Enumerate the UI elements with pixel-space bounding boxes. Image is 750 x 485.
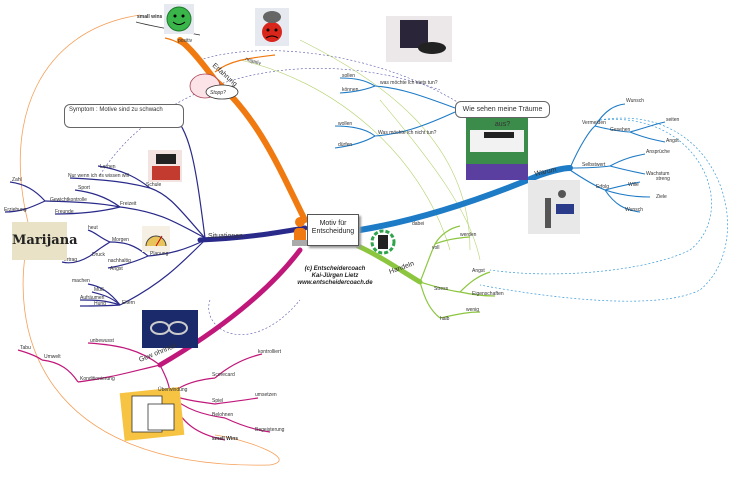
label-erziehung: Erziehung [4,207,27,213]
label-vermeiden: Vermeiden [582,120,606,126]
label-gesehen: Gesehen [610,127,631,133]
label-halb: halb [440,316,450,322]
label-selbstwert: Selbstwert [582,162,606,168]
label-morgen: Morgen [112,237,129,243]
label-nachhaltig: nachhaltig [108,258,131,264]
label-umwelt: Umwelt [44,354,61,360]
armchair-image [386,16,452,62]
label-kontrolle: kontrolliert [258,349,282,355]
label-scorecard: Scorecard [212,372,235,378]
symptom-note: Symptom : Motive sind zu schwach [64,104,184,128]
label-heut: heut [88,225,98,231]
label-sollen: sollen [342,73,355,79]
label-begeisterung: Begeisterung [255,427,285,433]
label-werden: werden [460,232,477,238]
label-ansprueche: Ansprüche [646,149,670,155]
stop-bubble-image [189,73,239,100]
bubble-text: Stopp? [210,90,226,96]
label-freizeit: Freizeit [120,201,137,207]
label-lernen: Lernen [100,164,116,170]
label-tabu: Tabu [20,345,31,351]
positive-smiley-image [164,4,194,34]
branch-situationen: Situationen [208,233,243,240]
label-freunde: Freunde [55,209,74,215]
label-was-moechte: was möchte ich stets tun? [380,80,438,86]
label-small-wins-top: small wins [137,14,163,20]
sofa-image [466,118,528,180]
label-schule: Schule [146,182,162,188]
label-wachstum: Wachstum [646,171,669,177]
situationen-subbranches [4,111,206,307]
label-stress: Stress [434,286,449,292]
label-planung: Planung [150,251,169,257]
chain-image [142,310,198,348]
label-nur-wenn: Nur wenn ich es wissen will [68,173,129,179]
label-konditionierung: Konditionierung [80,376,115,382]
label-ueberwindung: Überwindung [158,386,188,393]
label-streng: streng [656,176,670,182]
label-koennen: können [342,87,359,93]
main-branches [157,37,573,368]
label-eltern: Eltern [122,300,135,306]
label-eigen: Eigenschaften [472,291,504,297]
label-seiten: seiten [666,117,680,123]
label-duerfen: dürfen [338,142,352,148]
walking-man-image [528,180,580,234]
label-wille: Wille [628,182,639,188]
label-ertrag: ertrag [64,257,77,263]
label-muss: Muß [94,287,104,293]
label-was-nicht: Was möchte ich nicht tun? [378,130,437,136]
marijana-label-image: Marijana [12,222,78,260]
speedometer-image [142,226,170,252]
branch-warum: Warum [534,166,557,178]
label-druck: Druck [92,252,106,258]
label-gewicht: Gewichtkontrolle [50,197,87,203]
label-wollen: wollen [338,121,352,127]
label-wunsch: Wunsch [626,98,644,104]
label-sport: Sport [78,185,91,191]
school-clock-image [148,150,182,182]
label-ziele: Ziele [656,194,667,200]
label-small-wins: small Wins [212,436,238,442]
credit-line-3: www.entscheidercoach.de [297,280,373,286]
traeume-node: Wie sehen meine Träume aus? [455,101,550,128]
label-zahl: Zahl [12,177,22,183]
label-hund: Hund [94,301,106,307]
person-icon [292,217,312,246]
label-erfolg: Erfolg [596,184,609,190]
credit-block: (c) Entscheidercoach Kai-Jürgen Lietz ww… [270,266,400,287]
traeume-subbranches [334,77,666,213]
credit-line-2: Kai-Jürgen Lietz [311,273,359,279]
center-topic-title: Motiv für Entscheidung [311,220,355,235]
wave-circle-image [370,229,396,255]
label-mach: machen [72,278,90,284]
center-topic-box [307,214,359,246]
label-angst: Angst [110,266,123,272]
cards-image [119,386,185,442]
label-aufraeumen: Aufräumen [80,295,105,301]
credit-line-1: (c) Entscheidercoach [304,266,366,272]
erfahrung-subbranches [164,37,276,73]
label-wenig: wenig [466,307,479,313]
label-voll: voll [432,245,440,251]
label-belohnen: Belohnen [212,412,233,418]
label-spiel: Spiel [212,398,223,404]
label-warum-angst: Angst [666,138,679,144]
label-positiv: positiv [178,38,193,44]
label-negativ: negativ [244,56,262,67]
handeln-subbranches [419,225,496,319]
label-umsetzen: umsetzen [255,392,277,398]
label-wunsch2: Wunsch [625,207,643,213]
negative-face-image [255,8,289,46]
label-handeln-angst: Angst [472,268,485,274]
label-unbewusst: unbewusst [90,338,115,344]
label-dabei: dabei [412,221,424,227]
